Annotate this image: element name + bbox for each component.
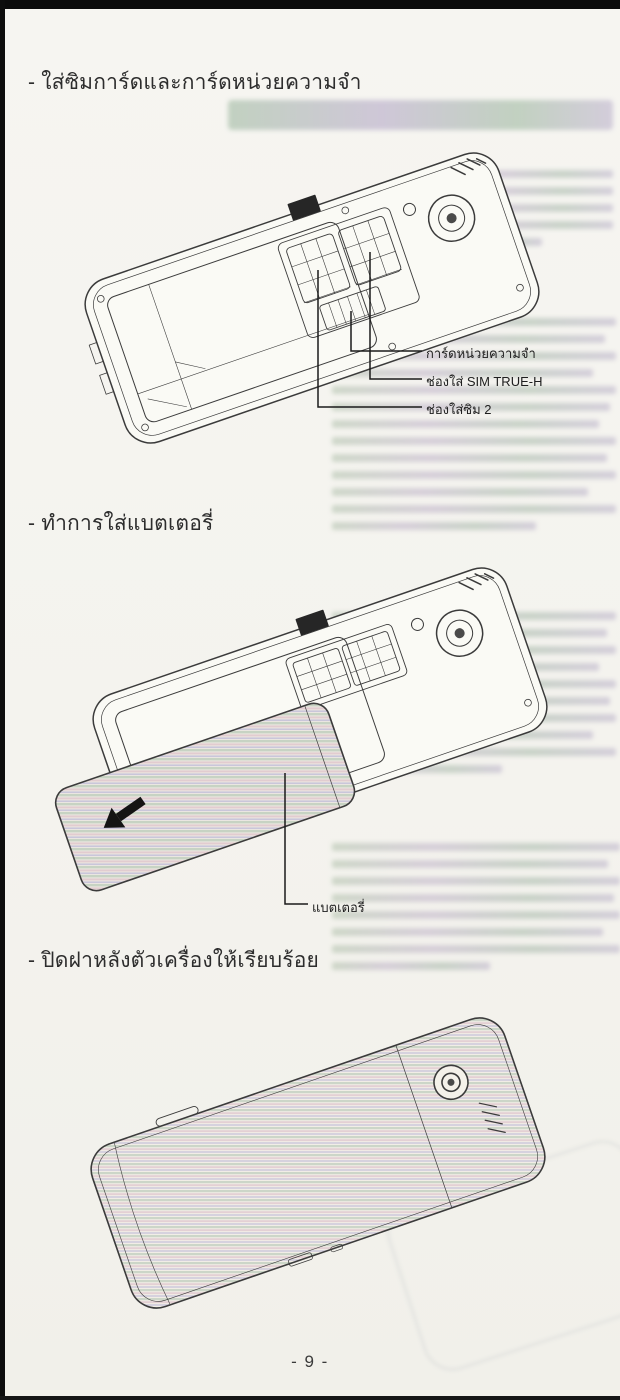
press-down-arrow bbox=[103, 796, 146, 828]
callout-battery: แบตเตอรี่ bbox=[312, 900, 365, 915]
sim-slot-1 bbox=[286, 233, 351, 304]
phone-closed-body bbox=[90, 1017, 546, 1309]
side-button bbox=[155, 1106, 199, 1127]
phone-open-body bbox=[84, 152, 540, 444]
sim-slot-2 bbox=[341, 631, 401, 686]
speaker-hatch bbox=[450, 158, 487, 176]
phone-open-body bbox=[54, 567, 548, 892]
leader-memory-card bbox=[350, 311, 422, 352]
callout-memory-card: การ์ดหน่วยความจำ bbox=[426, 346, 536, 361]
callout-sim-2: ช่องใส่ซิม 2 bbox=[426, 402, 492, 417]
phone-back-closed-illustration bbox=[90, 1017, 546, 1309]
step-heading-insert-sim: - ใส่ซิมการ์ดและการ์ดหน่วยความจำ bbox=[28, 71, 362, 94]
phone-back-open-illustration bbox=[84, 152, 540, 444]
speaker-hatch bbox=[458, 573, 495, 591]
page-number: - 9 - bbox=[291, 1352, 329, 1371]
showthrough-heading bbox=[228, 100, 613, 130]
battery-compartment bbox=[107, 221, 377, 423]
battery bbox=[54, 702, 356, 892]
step-heading-insert-battery: - ทำการใส่แบตเตอรี่ bbox=[28, 512, 214, 535]
memory-card-slot bbox=[319, 286, 386, 331]
leader-sim-2 bbox=[317, 270, 422, 408]
sim-slot-area bbox=[277, 207, 420, 338]
speaker-grille bbox=[478, 1102, 506, 1133]
callout-sim-true-h: ช่องใส่ SIM TRUE-H bbox=[426, 374, 543, 389]
sim-slot-2 bbox=[338, 216, 402, 286]
sim-slot-area bbox=[285, 624, 408, 710]
scan-edge-bottom bbox=[0, 1396, 620, 1400]
camera-lens bbox=[402, 194, 476, 242]
sim-slot-1 bbox=[292, 648, 352, 703]
scan-edge-top bbox=[0, 0, 620, 9]
leader-battery bbox=[284, 773, 308, 905]
microphone-hole bbox=[330, 1243, 344, 1253]
leader-sim-true-h bbox=[369, 252, 422, 380]
scan-edge-left bbox=[0, 0, 5, 1400]
charging-port bbox=[288, 1252, 313, 1267]
step-heading-close-cover: - ปิดฝาหลังตัวเครื่องให้เรียบร้อย bbox=[28, 949, 320, 972]
camera-lens bbox=[410, 609, 484, 657]
callout-leader-lines bbox=[317, 252, 422, 408]
camera-lens bbox=[433, 1064, 469, 1101]
battery-insert-illustration bbox=[54, 567, 548, 905]
connector-block bbox=[295, 609, 329, 636]
connector-block bbox=[287, 194, 321, 221]
